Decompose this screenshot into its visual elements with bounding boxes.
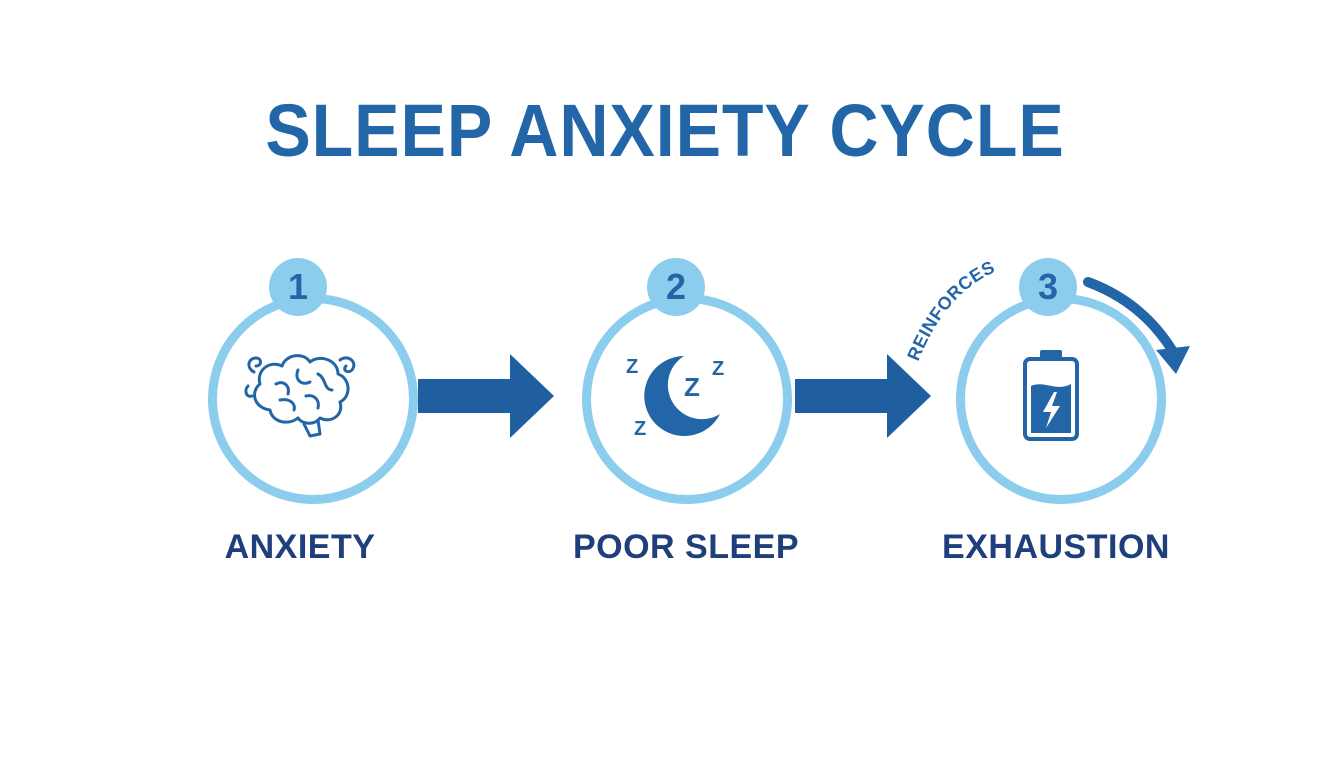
step-exhaustion: 3 EXHAUSTION: [942, 258, 1176, 588]
loop-arrow-shaft: [1083, 277, 1177, 355]
step-label: ANXIETY: [224, 528, 376, 566]
step-number-badge: 3: [1019, 258, 1077, 316]
step-number-badge: 2: [647, 258, 705, 316]
moon-sleep-icon: [644, 356, 720, 436]
sleep-z-letter: Z: [626, 356, 639, 378]
sleep-z-letter: Z: [634, 418, 647, 440]
sleep-z-letter: Z: [684, 372, 700, 402]
reinforces-label: REINFORCES: [903, 257, 998, 364]
loop-arrow-head: [1156, 346, 1190, 374]
low-battery-icon: [1023, 350, 1079, 441]
flow-arrow-right: [795, 354, 931, 438]
flow-arrow-right: [418, 354, 554, 438]
brain-icon: [244, 354, 356, 438]
step-number-badge: 1: [269, 258, 327, 316]
page-title: SLEEP ANXIETY CYCLE: [265, 89, 1065, 172]
step-ring: [582, 294, 792, 504]
step-poor-sleep: 2 Z Z Z Z POOR SLEEP: [572, 258, 802, 588]
step-label: POOR SLEEP: [572, 528, 800, 566]
step-label: EXHAUSTION: [942, 528, 1170, 566]
step-anxiety: 1 ANXIETY: [198, 258, 428, 588]
sleep-z-letter: Z: [712, 358, 725, 380]
